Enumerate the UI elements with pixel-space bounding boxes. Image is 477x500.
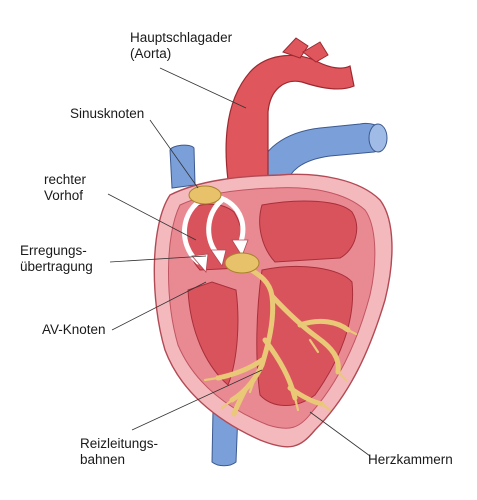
pulmonary-artery-opening [368,123,388,153]
left-ventricle [256,265,354,406]
label-av-knoten: AV-Knoten [42,322,106,337]
arrow-heads [191,239,249,273]
heart-chambers [185,200,358,406]
label-rechter-vorhof: rechter Vorhof [44,172,87,203]
av-node [224,252,260,274]
label-sinusknoten: Sinusknoten [70,106,145,121]
leader-lines [107,67,371,457]
label-reizleitungsbahnen: Reizleitungs- bahnen [80,436,159,467]
sinus-node [188,185,222,205]
conduction-branches [203,328,358,412]
conduction-system [215,265,351,417]
label-erregungsuebertragung: Erregungs- übertragung [20,243,93,274]
aorta [225,37,355,183]
right-ventricle [187,281,239,386]
label-herzkammern: Herzkammern [368,452,453,467]
label-aorta: Hauptschlagader (Aorta) [130,30,233,61]
left-atrium [259,200,358,263]
